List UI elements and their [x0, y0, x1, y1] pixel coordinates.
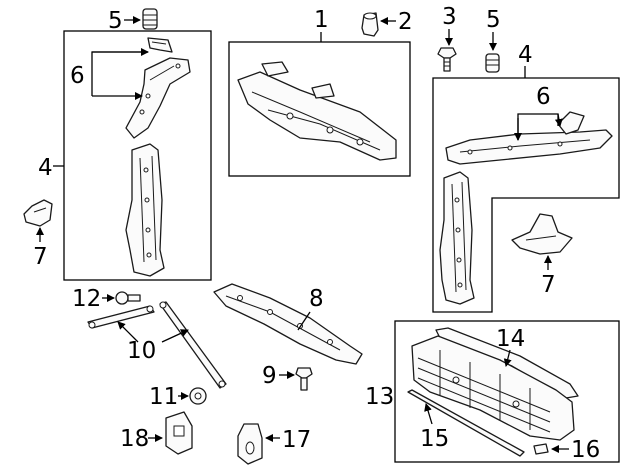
leader-10-b	[161, 329, 189, 343]
support-rod-long-icon[interactable]	[159, 301, 227, 389]
cushion-icon[interactable]	[361, 12, 379, 37]
callout-13: 13	[365, 384, 394, 410]
callout-15: 15	[420, 426, 449, 452]
left-side-support-icon[interactable]	[125, 143, 165, 277]
callout-3: 3	[442, 4, 457, 30]
callout-7-right: 7	[541, 272, 556, 298]
callout-4-right: 4	[518, 42, 533, 68]
bolt-12-icon[interactable]	[115, 291, 141, 305]
callout-4-left: 4	[38, 155, 53, 181]
bracket-17-icon[interactable]	[237, 423, 263, 465]
leader-8	[297, 311, 311, 331]
leader-14	[503, 349, 512, 367]
leader-10-a	[117, 321, 139, 343]
callout-6-left: 6	[70, 63, 85, 89]
guide-right-icon[interactable]	[511, 213, 573, 255]
upper-tie-bar-box	[228, 41, 411, 177]
left-upper-bracket-icon[interactable]	[147, 37, 173, 53]
shutter-pin-16-icon[interactable]	[533, 443, 549, 455]
nut-11-icon[interactable]	[189, 387, 207, 405]
callout-16: 16	[571, 437, 600, 463]
callout-10: 10	[127, 338, 156, 364]
leader-6-left-stem	[91, 51, 148, 74]
bumper-stopper-right-icon[interactable]	[485, 53, 500, 73]
bolt-9-icon[interactable]	[295, 367, 313, 391]
callout-17: 17	[282, 427, 311, 453]
leader-15	[424, 403, 433, 425]
callout-14: 14	[496, 326, 525, 352]
callout-9: 9	[262, 363, 277, 389]
right-side-support-icon[interactable]	[439, 171, 475, 305]
guide-left-icon[interactable]	[23, 199, 53, 227]
bolt-3-icon[interactable]	[437, 47, 457, 72]
bracket-18-icon[interactable]	[165, 411, 193, 455]
callout-8: 8	[309, 286, 324, 312]
callout-11: 11	[149, 384, 178, 410]
right-upper-bracket-icon[interactable]	[557, 111, 585, 135]
callout-7-left: 7	[33, 244, 48, 270]
support-rod-short-icon[interactable]	[87, 305, 155, 329]
upper-tie-bar-icon[interactable]	[237, 61, 397, 161]
callout-12: 12	[72, 286, 101, 312]
lower-tie-bar-icon[interactable]	[213, 283, 363, 365]
callout-6-right: 6	[536, 84, 551, 110]
callout-5-left: 5	[108, 8, 123, 34]
callout-2: 2	[398, 9, 413, 35]
left-upper-support-icon[interactable]	[125, 57, 191, 139]
leader-6-right-arrow-b	[554, 113, 563, 127]
callout-5-right: 5	[486, 7, 501, 33]
right-support-group-box	[432, 77, 620, 313]
radiator-shutter-assembly-icon[interactable]	[411, 335, 575, 441]
callout-18: 18	[120, 426, 149, 452]
callout-1: 1	[314, 7, 329, 33]
bumper-stopper-left-icon[interactable]	[142, 8, 158, 30]
shutter-seal-15-icon[interactable]	[407, 389, 525, 457]
right-upper-support-icon[interactable]	[445, 129, 613, 165]
radiator-shutter-group-box	[394, 320, 620, 463]
left-support-group-box	[63, 30, 212, 281]
